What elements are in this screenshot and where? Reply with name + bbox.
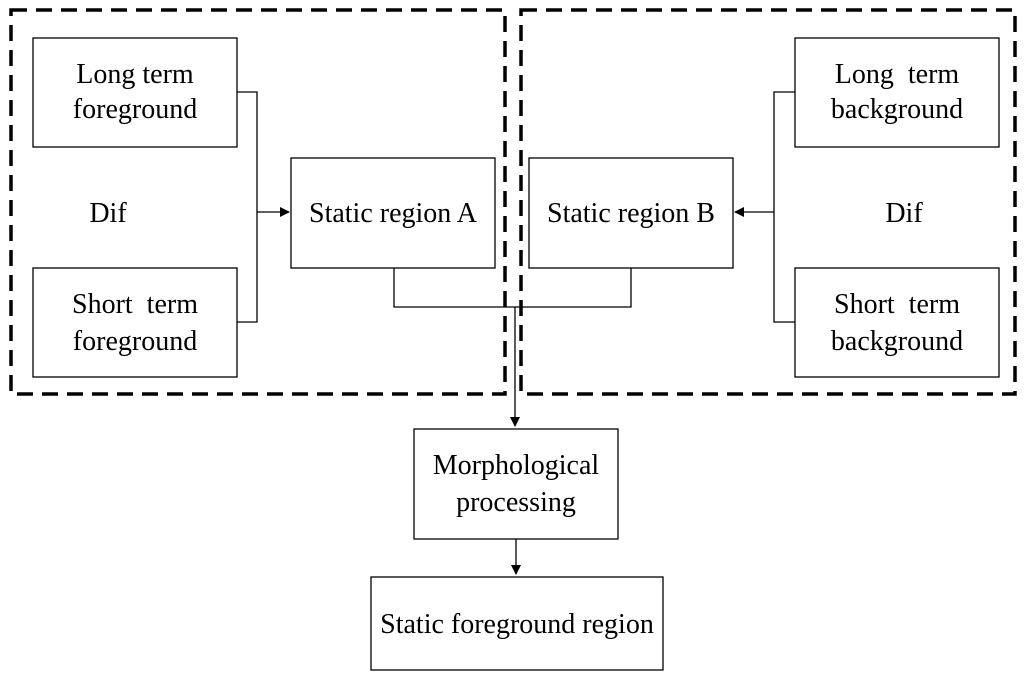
- long-term-background-line2: background: [831, 94, 963, 125]
- long-term-foreground-line2: foreground: [73, 94, 197, 125]
- group-right-dashed-frame: [519, 8, 1017, 396]
- right-dif-label: Dif: [885, 198, 923, 229]
- long-term-background-line1: Long term: [835, 59, 960, 90]
- static-region-a-label: Static region A: [309, 198, 478, 229]
- static-foreground-region-box: Static foreground region: [370, 576, 664, 671]
- static-foreground-region-label: Static foreground region: [380, 609, 654, 640]
- short-term-background-line2: background: [831, 326, 963, 357]
- static-region-b-box: Static region B: [528, 157, 734, 269]
- static-region-a-box: Static region A: [290, 157, 496, 269]
- long-term-foreground-box: Long term foreground: [32, 37, 238, 148]
- short-term-background-line1: Short term: [834, 289, 960, 320]
- static-region-b-label: Static region B: [547, 198, 715, 229]
- short-term-foreground-line2: foreground: [73, 326, 197, 357]
- short-term-foreground-line1: Short term: [72, 289, 198, 320]
- morphological-processing-box: Morphological processing: [413, 428, 619, 540]
- left-group-connectors: [237, 91, 290, 323]
- short-term-foreground-box: Short term foreground: [32, 267, 238, 378]
- left-dif-label: Dif: [89, 198, 127, 229]
- merge-connector: [393, 268, 632, 427]
- morphological-processing-line1: Morphological: [433, 450, 600, 481]
- long-term-foreground-line1: Long term: [76, 59, 194, 90]
- group-left-dashed-frame: [9, 8, 507, 396]
- long-term-background-box: Long term background: [794, 37, 1000, 148]
- short-term-background-box: Short term background: [794, 267, 1000, 378]
- right-group-connectors: [734, 91, 795, 323]
- morphological-processing-line2: processing: [456, 487, 576, 518]
